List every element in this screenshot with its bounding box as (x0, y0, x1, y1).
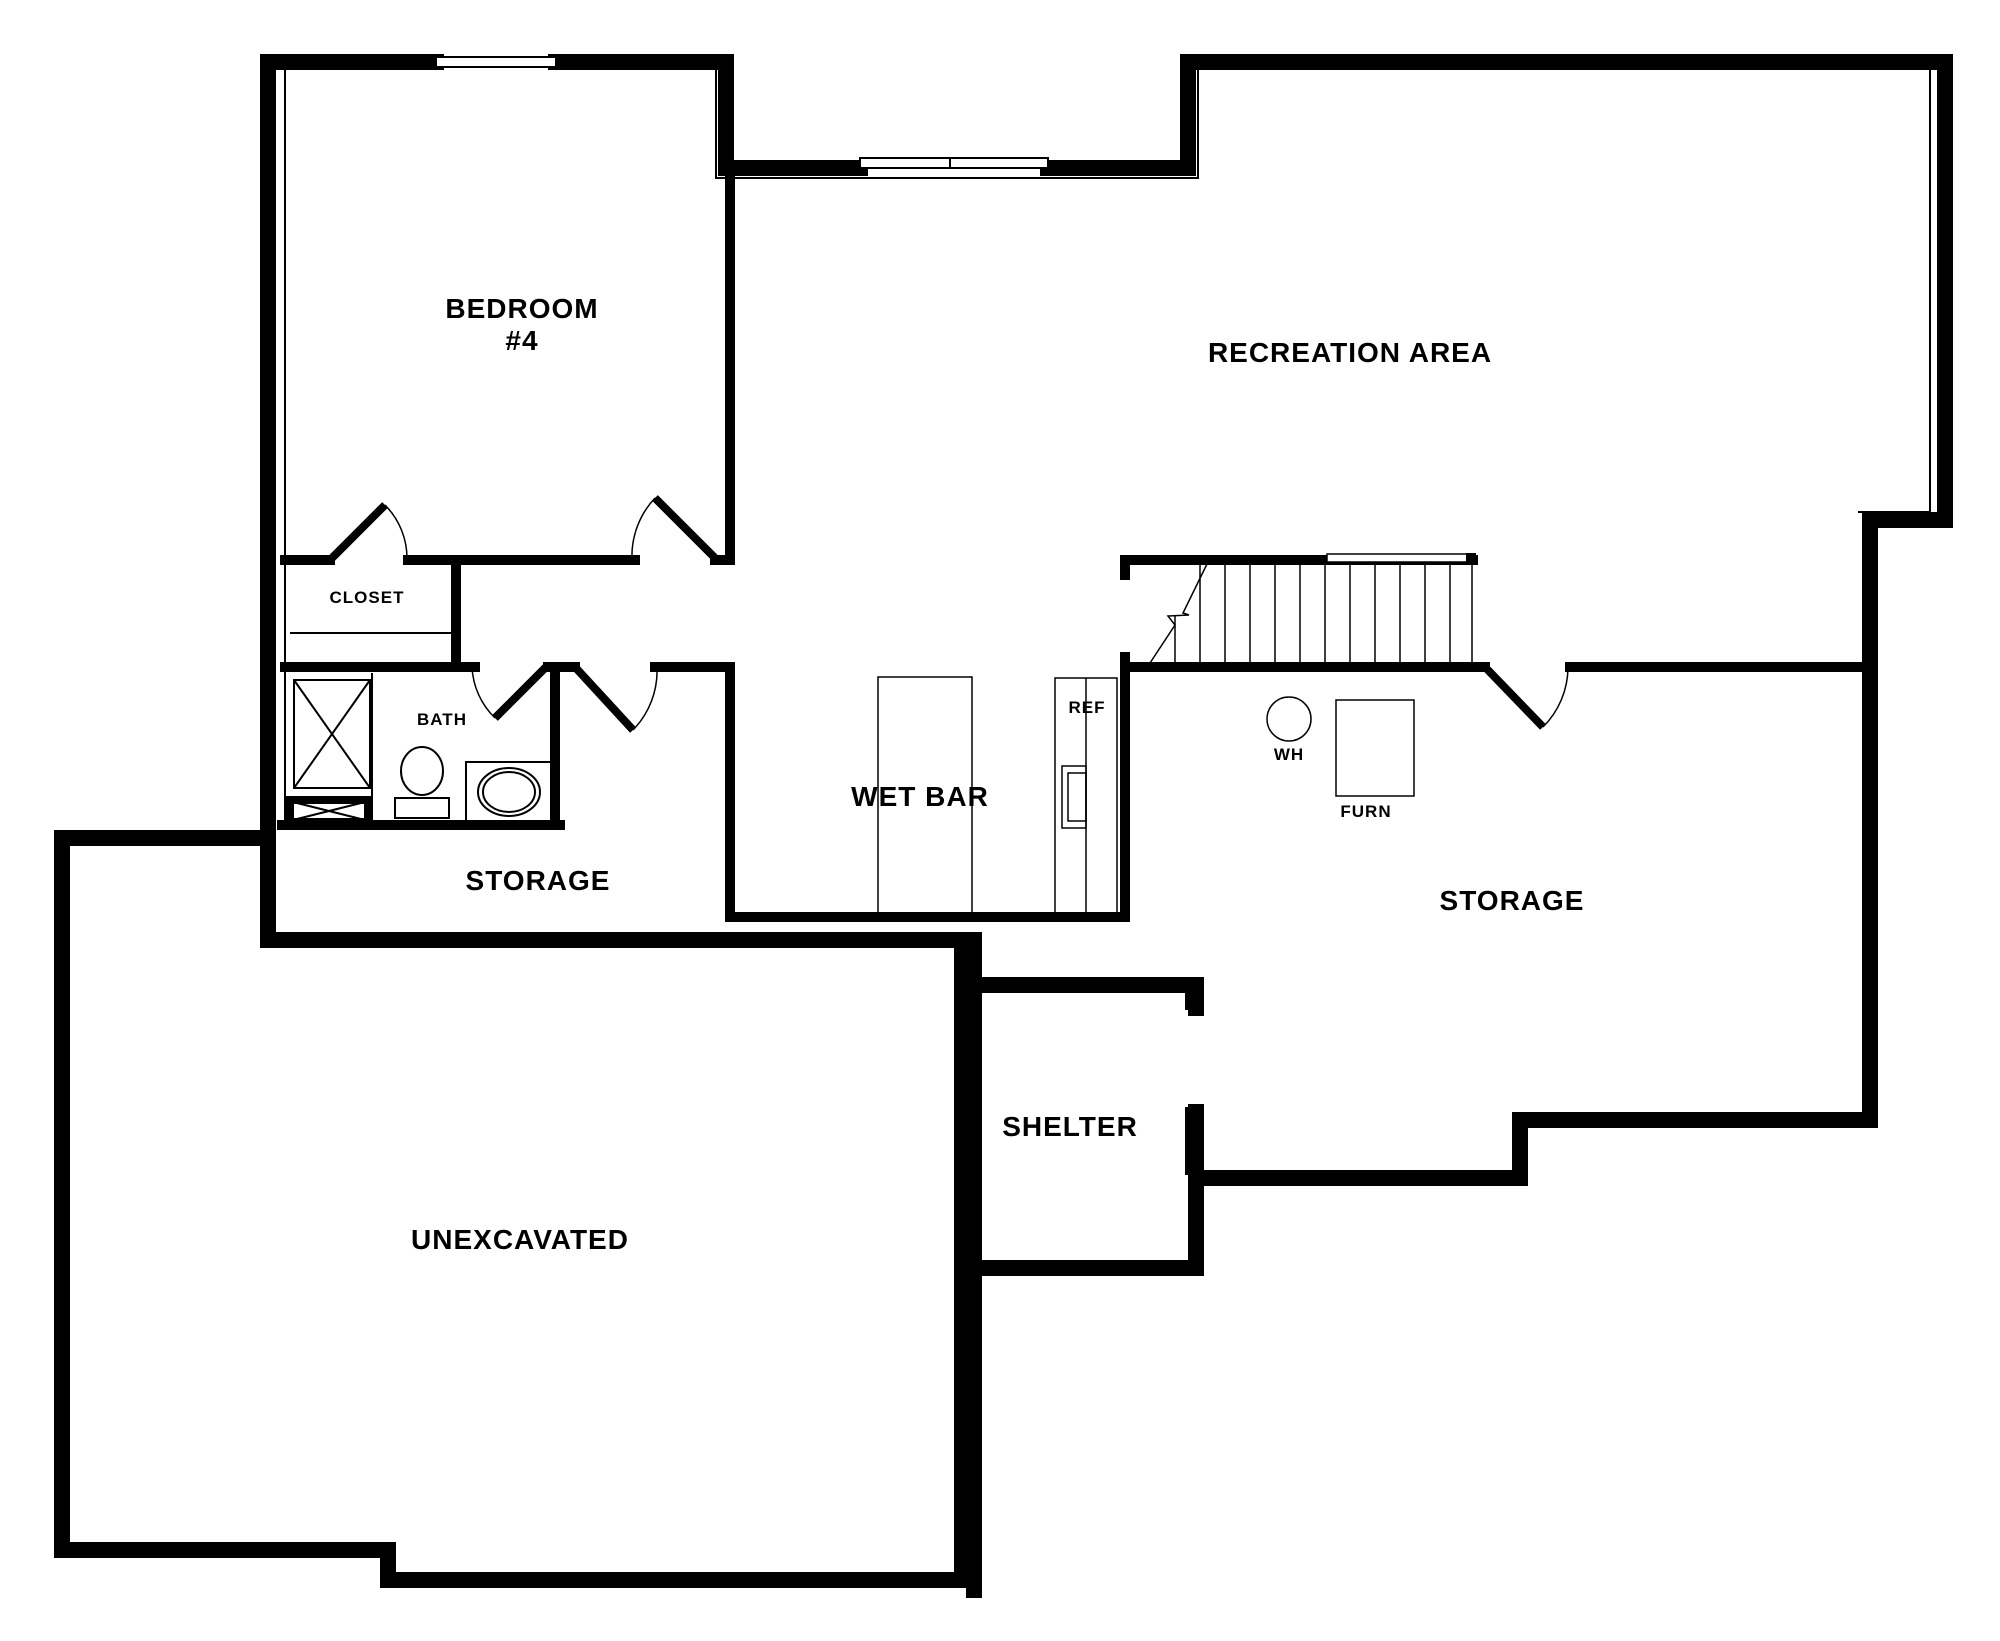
label-bedroom: BEDROOM (445, 293, 598, 324)
label-bedroom-number: #4 (505, 325, 538, 356)
exterior-walls (54, 54, 1953, 1598)
furnace-icon (1335, 699, 1415, 797)
mechanical-fixtures (1266, 696, 1415, 797)
wet-bar-fixtures (877, 676, 1118, 914)
staircase (1149, 553, 1476, 664)
window-recreation (859, 157, 1049, 169)
window-bedroom (435, 56, 557, 68)
label-wet-bar: WET BAR (851, 781, 989, 812)
label-wh: WH (1274, 745, 1304, 764)
interior-walls (277, 173, 1865, 1175)
label-closet: CLOSET (330, 588, 405, 607)
label-storage-left: STORAGE (466, 865, 611, 896)
label-bath: BATH (417, 710, 467, 729)
doors (329, 495, 1569, 733)
foundation-lines (284, 70, 1931, 830)
label-unexcavated: UNEXCAVATED (411, 1224, 629, 1255)
label-shelter: SHELTER (1002, 1111, 1138, 1142)
label-storage-right: STORAGE (1440, 885, 1585, 916)
room-labels: BEDROOM #4 RECREATION AREA CLOSET BATH S… (330, 293, 1585, 1255)
label-furn: FURN (1340, 802, 1391, 821)
bath-fixtures (285, 632, 553, 826)
water-heater-icon (1266, 696, 1312, 742)
label-recreation-area: RECREATION AREA (1208, 337, 1492, 368)
label-ref: REF (1069, 698, 1106, 717)
